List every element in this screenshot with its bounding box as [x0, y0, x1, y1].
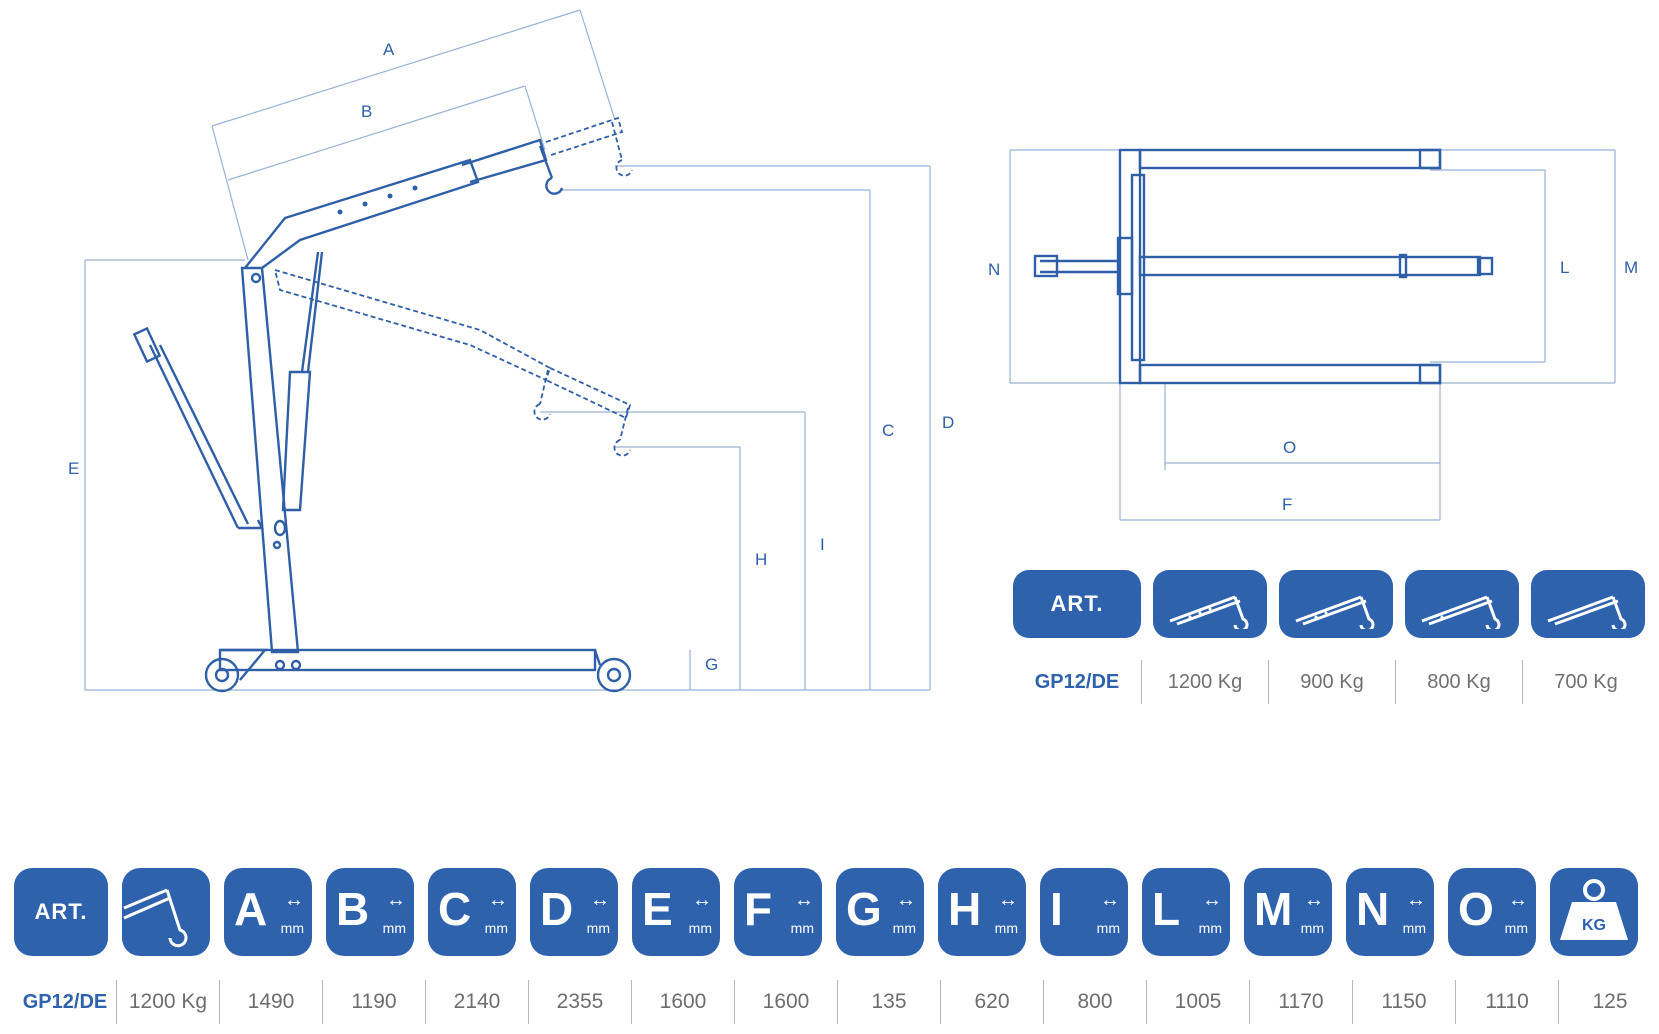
label-n: N: [988, 260, 1000, 279]
spec-value-e: 1600: [631, 980, 734, 1024]
capacity-model: GP12/DE: [1034, 670, 1120, 693]
spec-value-i: 800: [1043, 980, 1146, 1024]
dimension-c-icon: C↔mm: [428, 868, 516, 956]
dimension-g-icon: G↔mm: [836, 868, 924, 956]
spec-value-h: 620: [940, 980, 1043, 1024]
spec-art-tile: ART.: [14, 868, 108, 956]
label-o: O: [1283, 438, 1296, 457]
label-c: C: [882, 421, 894, 440]
hook-capacity-icon: [122, 868, 210, 956]
dimension-e-icon: E↔mm: [632, 868, 720, 956]
capacity-table: ART. GP12/DE 1200 Kg 900 Kg 800 Kg 700 K…: [1013, 570, 1649, 704]
dimension-o-icon: O↔mm: [1448, 868, 1536, 956]
spec-header-row: ART. A↔mm B↔mm C↔mm D↔mm E↔mm F↔mm G↔mm …: [14, 868, 1659, 956]
label-m: M: [1624, 258, 1638, 277]
capacity-art-tile: ART.: [1013, 570, 1141, 638]
dimension-m-icon: M↔mm: [1244, 868, 1332, 956]
spec-value-l: 1005: [1146, 980, 1249, 1024]
top-view-diagram: N L M O F: [988, 148, 1638, 521]
spec-weight: 125: [1558, 980, 1659, 1024]
boom-position-4-icon: [1531, 570, 1645, 638]
dimension-labels: A B C D E G H I: [68, 40, 954, 674]
boom-position-2-icon: [1279, 570, 1393, 638]
label-a: A: [383, 40, 395, 59]
label-b: B: [361, 102, 372, 121]
spec-value-m: 1170: [1249, 980, 1352, 1024]
dimension-l-icon: L↔mm: [1142, 868, 1230, 956]
label-f: F: [1282, 495, 1292, 514]
spec-value-d: 2355: [528, 980, 631, 1024]
spec-value-n: 1150: [1352, 980, 1455, 1024]
weight-kg-icon: KG: [1550, 868, 1638, 956]
label-i: I: [820, 535, 825, 554]
capacity-value: 700 Kg: [1522, 660, 1649, 704]
dimension-guides: [84, 9, 931, 691]
capacity-value: 900 Kg: [1268, 660, 1395, 704]
label-d: D: [942, 413, 954, 432]
dimension-d-icon: D↔mm: [530, 868, 618, 956]
capacity-value: 1200 Kg: [1141, 660, 1268, 704]
spec-capacity: 1200 Kg: [116, 980, 219, 1024]
capacity-data-row: GP12/DE 1200 Kg 900 Kg 800 Kg 700 Kg: [1013, 660, 1649, 704]
dimension-h-icon: H↔mm: [938, 868, 1026, 956]
crane-drawing: [132, 116, 633, 693]
top-dimension-guides: [1009, 149, 1616, 521]
dimension-n-icon: N↔mm: [1346, 868, 1434, 956]
top-dimension-labels: N L M O F: [988, 258, 1638, 514]
spec-data-row: GP12/DE 1200 Kg 1490 1190 2140 2355 1600…: [14, 980, 1659, 1024]
label-e: E: [68, 459, 79, 478]
spec-model: GP12/DE: [22, 990, 108, 1013]
top-crane-drawing: [1033, 148, 1494, 385]
capacity-value: 800 Kg: [1395, 660, 1522, 704]
spec-value-o: 1110: [1455, 980, 1558, 1024]
kg-label: KG: [1582, 917, 1606, 934]
label-g: G: [705, 655, 718, 674]
spec-value-b: 1190: [322, 980, 425, 1024]
dimension-i-icon: I↔mm: [1040, 868, 1128, 956]
spec-value-c: 2140: [425, 980, 528, 1024]
spec-table: ART. A↔mm B↔mm C↔mm D↔mm E↔mm F↔mm G↔mm …: [14, 868, 1659, 1024]
dimension-f-icon: F↔mm: [734, 868, 822, 956]
dimension-b-icon: B↔mm: [326, 868, 414, 956]
capacity-art-label: ART.: [1050, 591, 1104, 616]
spec-value-g: 135: [837, 980, 940, 1024]
dimension-a-icon: A↔mm: [224, 868, 312, 956]
label-l: L: [1560, 258, 1569, 277]
capacity-header-row: ART.: [1013, 570, 1649, 638]
spec-value-f: 1600: [734, 980, 837, 1024]
label-h: H: [755, 550, 767, 569]
spec-value-a: 1490: [219, 980, 322, 1024]
spec-art-label: ART.: [34, 899, 88, 924]
boom-position-3-icon: [1405, 570, 1519, 638]
boom-position-1-icon: [1153, 570, 1267, 638]
side-view-diagram: A B C D E G H I: [68, 9, 954, 693]
